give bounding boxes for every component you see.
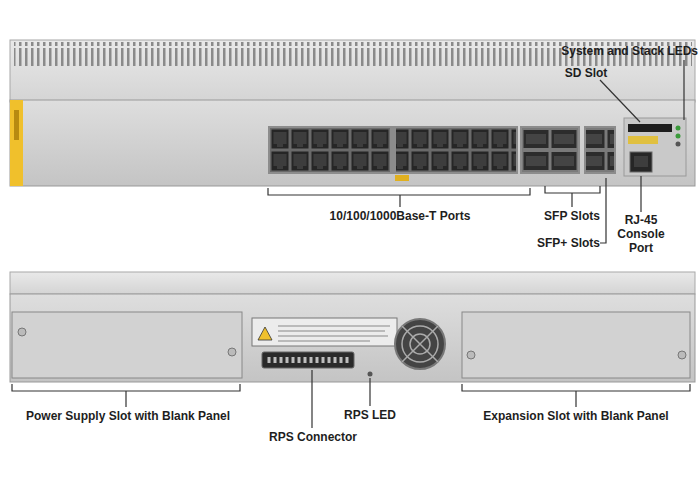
callout-label: Power Supply Slot with Blank Panel [8,409,248,423]
callout-label: Expansion Slot with Blank Panel [462,409,690,423]
callout-label: SD Slot [556,66,616,80]
callout-label: SFP+ Slots [518,236,600,250]
callout-label: System and Stack LEDs [536,44,698,58]
callout-label: RPS LED [336,408,404,422]
callout-label: RPS Connector [258,430,368,444]
callout-label: RJ-45 Console Port [615,213,667,255]
callout-label: SFP Slots [537,209,607,223]
callout-label: 10/100/1000Base-T Ports [295,209,505,223]
